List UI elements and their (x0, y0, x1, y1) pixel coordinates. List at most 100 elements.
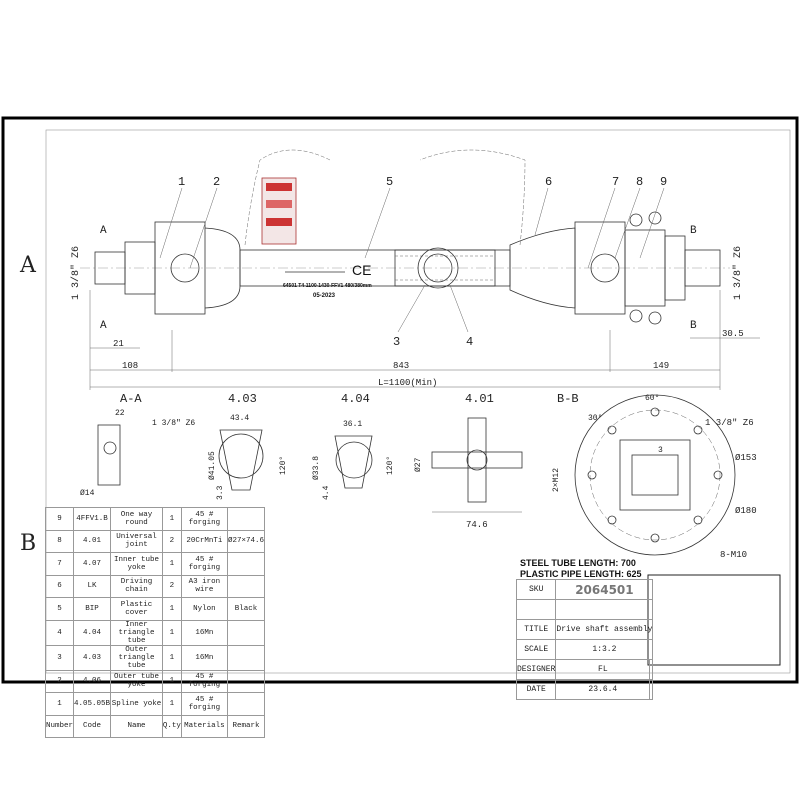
parts-cell: 20CrMnTi (180, 529, 228, 553)
parts-cell (226, 507, 266, 531)
parts-cell: One way round (110, 507, 163, 531)
svg-text:4.03: 4.03 (228, 392, 257, 406)
parts-cell: 45 # forging (180, 507, 228, 531)
svg-text:1: 1 (178, 175, 185, 189)
parts-cell: Ø27×74.6 (226, 529, 266, 553)
svg-text:22: 22 (115, 409, 125, 418)
label-code: 64501 T4-1100-1430-FFV1 480/380mm (283, 283, 372, 289)
svg-text:149: 149 (653, 361, 669, 371)
section-mark-b: B (690, 225, 697, 237)
parts-cell: Outer tube yoke (110, 669, 163, 693)
svg-text:Ø153: Ø153 (735, 453, 757, 463)
svg-text:Ø33.8: Ø33.8 (312, 456, 321, 480)
svg-text:Ø180: Ø180 (735, 506, 757, 516)
svg-text:30°: 30° (588, 414, 602, 423)
view-404: 36.1 Ø33.8 4.4 120° (312, 420, 395, 500)
svg-text:Ø14: Ø14 (80, 489, 95, 498)
svg-text:9: 9 (660, 175, 667, 189)
svg-text:Ø27: Ø27 (414, 457, 423, 472)
svg-text:60°: 60° (645, 394, 659, 403)
view-aa: 22 1 3/8" Z6 Ø14 (80, 409, 195, 498)
parts-cell: 16Mn (180, 619, 228, 646)
svg-text:8-M10: 8-M10 (720, 550, 747, 560)
parts-cell: 4FFV1.B (73, 507, 112, 531)
parts-cell: 9 (44, 507, 75, 531)
parts-cell: 4.01 (73, 529, 112, 553)
title-value: Drive shaft assembly (555, 619, 654, 640)
parts-cell: Plastic cover (110, 597, 163, 621)
parts-cell: Spline yoke (110, 692, 163, 716)
parts-cell: Driving chain (110, 574, 163, 598)
svg-text:1 3/8" Z6: 1 3/8" Z6 (152, 419, 195, 428)
parts-cell: 1 (161, 507, 182, 531)
view-bb: 60° 30° 1 3/8" Z6 3 2×M12 Ø153 Ø180 8-M1… (552, 394, 757, 560)
parts-cell: 4.05.05B (73, 692, 112, 716)
parts-cell: 1 (161, 644, 182, 671)
scale-value: 1:3.2 (555, 639, 654, 660)
outer-frame (1, 116, 799, 684)
parts-cell: 1 (161, 619, 182, 646)
parts-cell: LK (73, 574, 112, 598)
parts-cell: 45 # forging (180, 552, 228, 576)
parts-cell (226, 619, 266, 646)
svg-text:120°: 120° (279, 456, 288, 475)
shaft-assembly (80, 149, 730, 325)
svg-text:1 3/8" Z6: 1 3/8" Z6 (705, 418, 754, 428)
svg-text:21: 21 (113, 339, 124, 349)
view-403: 43.4 Ø41.05 3.3 120° (208, 414, 288, 500)
parts-cell: 4.03 (73, 644, 112, 671)
svg-text:30.5: 30.5 (722, 329, 744, 339)
svg-text:2×M12: 2×M12 (552, 468, 561, 492)
svg-text:108: 108 (122, 361, 138, 371)
parts-cell: 2 (161, 574, 182, 598)
section-mark-a: A (100, 225, 107, 237)
svg-text:843: 843 (393, 361, 409, 371)
parts-cell: 1 (44, 692, 75, 716)
svg-text:120°: 120° (386, 456, 395, 475)
svg-text:74.6: 74.6 (466, 520, 488, 530)
svg-text:B-B: B-B (557, 392, 579, 406)
parts-cell: 5 (44, 597, 75, 621)
spline-right: 1 3/8" Z6 (732, 246, 744, 300)
designer-value: FL (555, 659, 651, 680)
parts-cell: 3 (44, 644, 75, 671)
parts-cell: 45 # forging (180, 669, 228, 693)
dimensions: 21 108 843 149 30.5 L=1100(Min) (113, 329, 744, 388)
parts-cell: Outer triangle tube (110, 644, 163, 671)
svg-text:2: 2 (213, 175, 220, 189)
svg-text:4: 4 (466, 335, 473, 349)
label-date: 05-2023 (313, 293, 336, 299)
svg-text:36.1: 36.1 (343, 420, 362, 429)
plastic-pipe-note: PLASTIC PIPE LENGTH: 625 (520, 569, 642, 579)
parts-header-cell: Remark (226, 714, 266, 738)
svg-text:4.4: 4.4 (322, 485, 331, 500)
parts-header-cell: Code (73, 714, 112, 738)
zone-a: A (19, 253, 37, 278)
parts-cell: 1 (161, 692, 182, 716)
callouts: 1 2 3 4 5 6 7 8 9 (178, 175, 667, 349)
parts-cell: 4.04 (73, 619, 112, 646)
svg-text:7: 7 (612, 175, 619, 189)
parts-cell (226, 552, 266, 576)
parts-cell: 45 # forging (180, 692, 228, 716)
parts-cell (226, 574, 266, 598)
parts-cell: A3 iron wire (180, 574, 228, 598)
parts-header-cell: Materials (180, 714, 228, 738)
parts-cell: 4 (44, 619, 75, 646)
parts-cell: Inner triangle tube (110, 619, 163, 646)
svg-text:3.3: 3.3 (216, 485, 225, 500)
view-401: Ø27 74.6 (414, 417, 523, 530)
ce-mark: CE (352, 262, 371, 278)
parts-cell: 2 (161, 529, 182, 553)
section-mark-b: B (690, 320, 697, 332)
